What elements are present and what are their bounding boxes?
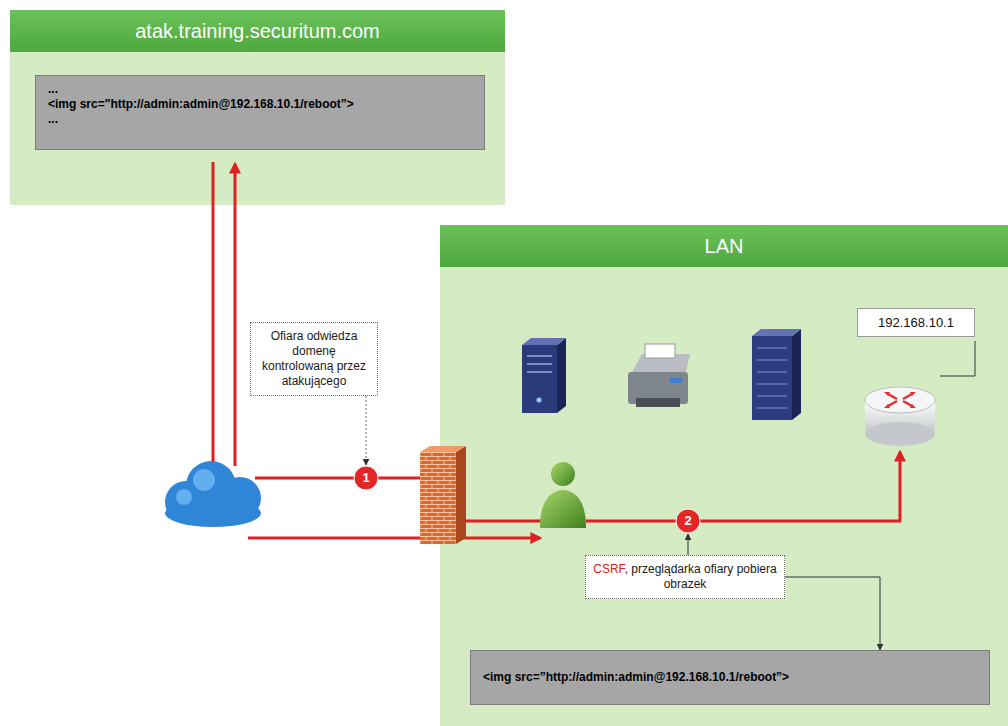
- router-icon: [865, 387, 935, 446]
- code-line: <img src=”http://admin:admin@192.168.10.…: [471, 670, 989, 685]
- server-icon: [527, 356, 552, 372]
- red-connection: [255, 477, 420, 480]
- callout-text: Ofiara odwiedza domenę kontrolowaną prze…: [262, 329, 366, 388]
- firewall-icon: [456, 446, 466, 544]
- red-connection: [462, 520, 542, 523]
- callout-text: CSRF: [593, 562, 624, 576]
- connector-arrow: [366, 396, 367, 465]
- firewall-icon: [420, 446, 466, 544]
- printer-icon: [670, 378, 682, 383]
- panel-heading: LAN: [440, 225, 1008, 267]
- red-connection: [213, 162, 900, 538]
- connector-arrow: [785, 577, 880, 650]
- router-icon: [884, 392, 916, 408]
- firewall-icon: [420, 452, 456, 544]
- rack-icon: [752, 329, 801, 336]
- code-line: <img src="http://admin:admin@192.168.10.…: [36, 97, 484, 112]
- server-icon: [557, 338, 566, 413]
- server-icon: [522, 345, 557, 413]
- ip-box: 192.168.10.1: [857, 308, 975, 337]
- red-connection: [586, 452, 900, 521]
- firewall-icon: [420, 446, 466, 452]
- red-connection: [248, 537, 540, 540]
- callout-box: CSRF, przeglądarka ofiary pobiera obraze…: [585, 555, 785, 599]
- callout-circle-shape: [676, 509, 700, 533]
- user-icon: [540, 490, 586, 528]
- connector-arrow: [688, 534, 689, 555]
- leader-line: [940, 341, 975, 376]
- domain-panel: atak.training.securitum.com...<img src="…: [10, 10, 505, 205]
- panel-heading: atak.training.securitum.com: [10, 10, 505, 52]
- cloud-icon: [193, 469, 215, 491]
- router-icon: [888, 394, 912, 406]
- rack-icon: [752, 329, 801, 420]
- server-icon: [522, 338, 566, 345]
- callout-circle: 2: [675, 508, 701, 534]
- ip-label: 192.168.10.1: [862, 315, 970, 330]
- code-line: ...: [36, 112, 484, 127]
- user-icon: [551, 462, 575, 486]
- red-connection: [234, 164, 237, 466]
- red-connection: [212, 162, 215, 466]
- router-icon: [865, 422, 935, 446]
- rack-icon: [752, 336, 792, 420]
- user-icon: [540, 462, 586, 528]
- leader-line: [940, 341, 975, 376]
- server-icon: [522, 338, 566, 413]
- rack-icon: [757, 348, 787, 408]
- cloud-icon: [176, 489, 192, 505]
- rack-icon: [792, 329, 801, 420]
- printer-icon: [636, 398, 680, 407]
- router-icon: [865, 387, 935, 413]
- server-icon: [537, 398, 542, 403]
- cloud-icon: [165, 461, 261, 527]
- callout-text: , przeglądarka ofiary pobiera obrazek: [625, 562, 777, 591]
- code-box: ...<img src="http://admin:admin@192.168.…: [35, 75, 485, 150]
- printer-icon: [645, 344, 675, 358]
- callout-box: Ofiara odwiedza domenę kontrolowaną prze…: [250, 322, 378, 396]
- callout-number: 2: [675, 508, 701, 534]
- code-box: <img src=”http://admin:admin@192.168.10.…: [470, 650, 990, 705]
- callout-circle: 1: [353, 465, 379, 491]
- callout-number: 1: [353, 465, 379, 491]
- code-line: ...: [36, 82, 484, 97]
- lan-panel: LAN 192.168.10.1 2CSRF, przeglądarka ofiar…: [440, 225, 1008, 726]
- callout-circle-shape: [354, 466, 378, 490]
- printer-icon: [628, 344, 690, 407]
